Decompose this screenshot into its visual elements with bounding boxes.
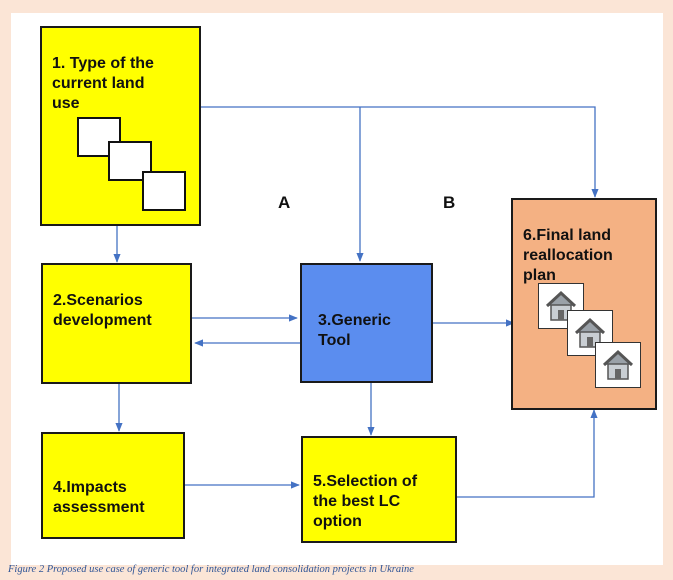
house-icon [538, 283, 584, 329]
box-impacts-assessment: 4.Impacts assessment [41, 432, 185, 539]
figure-caption: Figure 2 Proposed use case of generic to… [8, 564, 414, 575]
box-impacts-assessment-label: 4.Impacts assessment [53, 479, 145, 516]
house-icon [595, 342, 641, 388]
box-generic-tool: 3.Generic Tool [300, 263, 433, 383]
arrow-box5-to-box6 [455, 409, 598, 498]
box-selection-best-option: 5.Selection of the best LC option [301, 436, 457, 543]
box-scenarios-development-label: 2.Scenarios development [53, 292, 152, 329]
box-current-land-use-label: 1. Type of the current land use [52, 55, 154, 112]
box-selection-best-option-label: 5.Selection of the best LC option [313, 473, 418, 530]
diagram-panel: 1. Type of the current land use A B 2.Sc… [11, 13, 663, 565]
box-final-reallocation-plan-label: 6.Final land reallocation plan [523, 227, 613, 284]
box-generic-tool-label: 3.Generic Tool [318, 312, 391, 349]
arrow-box1-to-box6 [200, 106, 599, 198]
document-stack-icon [142, 171, 186, 211]
label-b: B [443, 193, 456, 212]
connector-arrows [113, 106, 599, 498]
label-a: A [278, 193, 291, 212]
box-scenarios-development: 2.Scenarios development [41, 263, 192, 384]
